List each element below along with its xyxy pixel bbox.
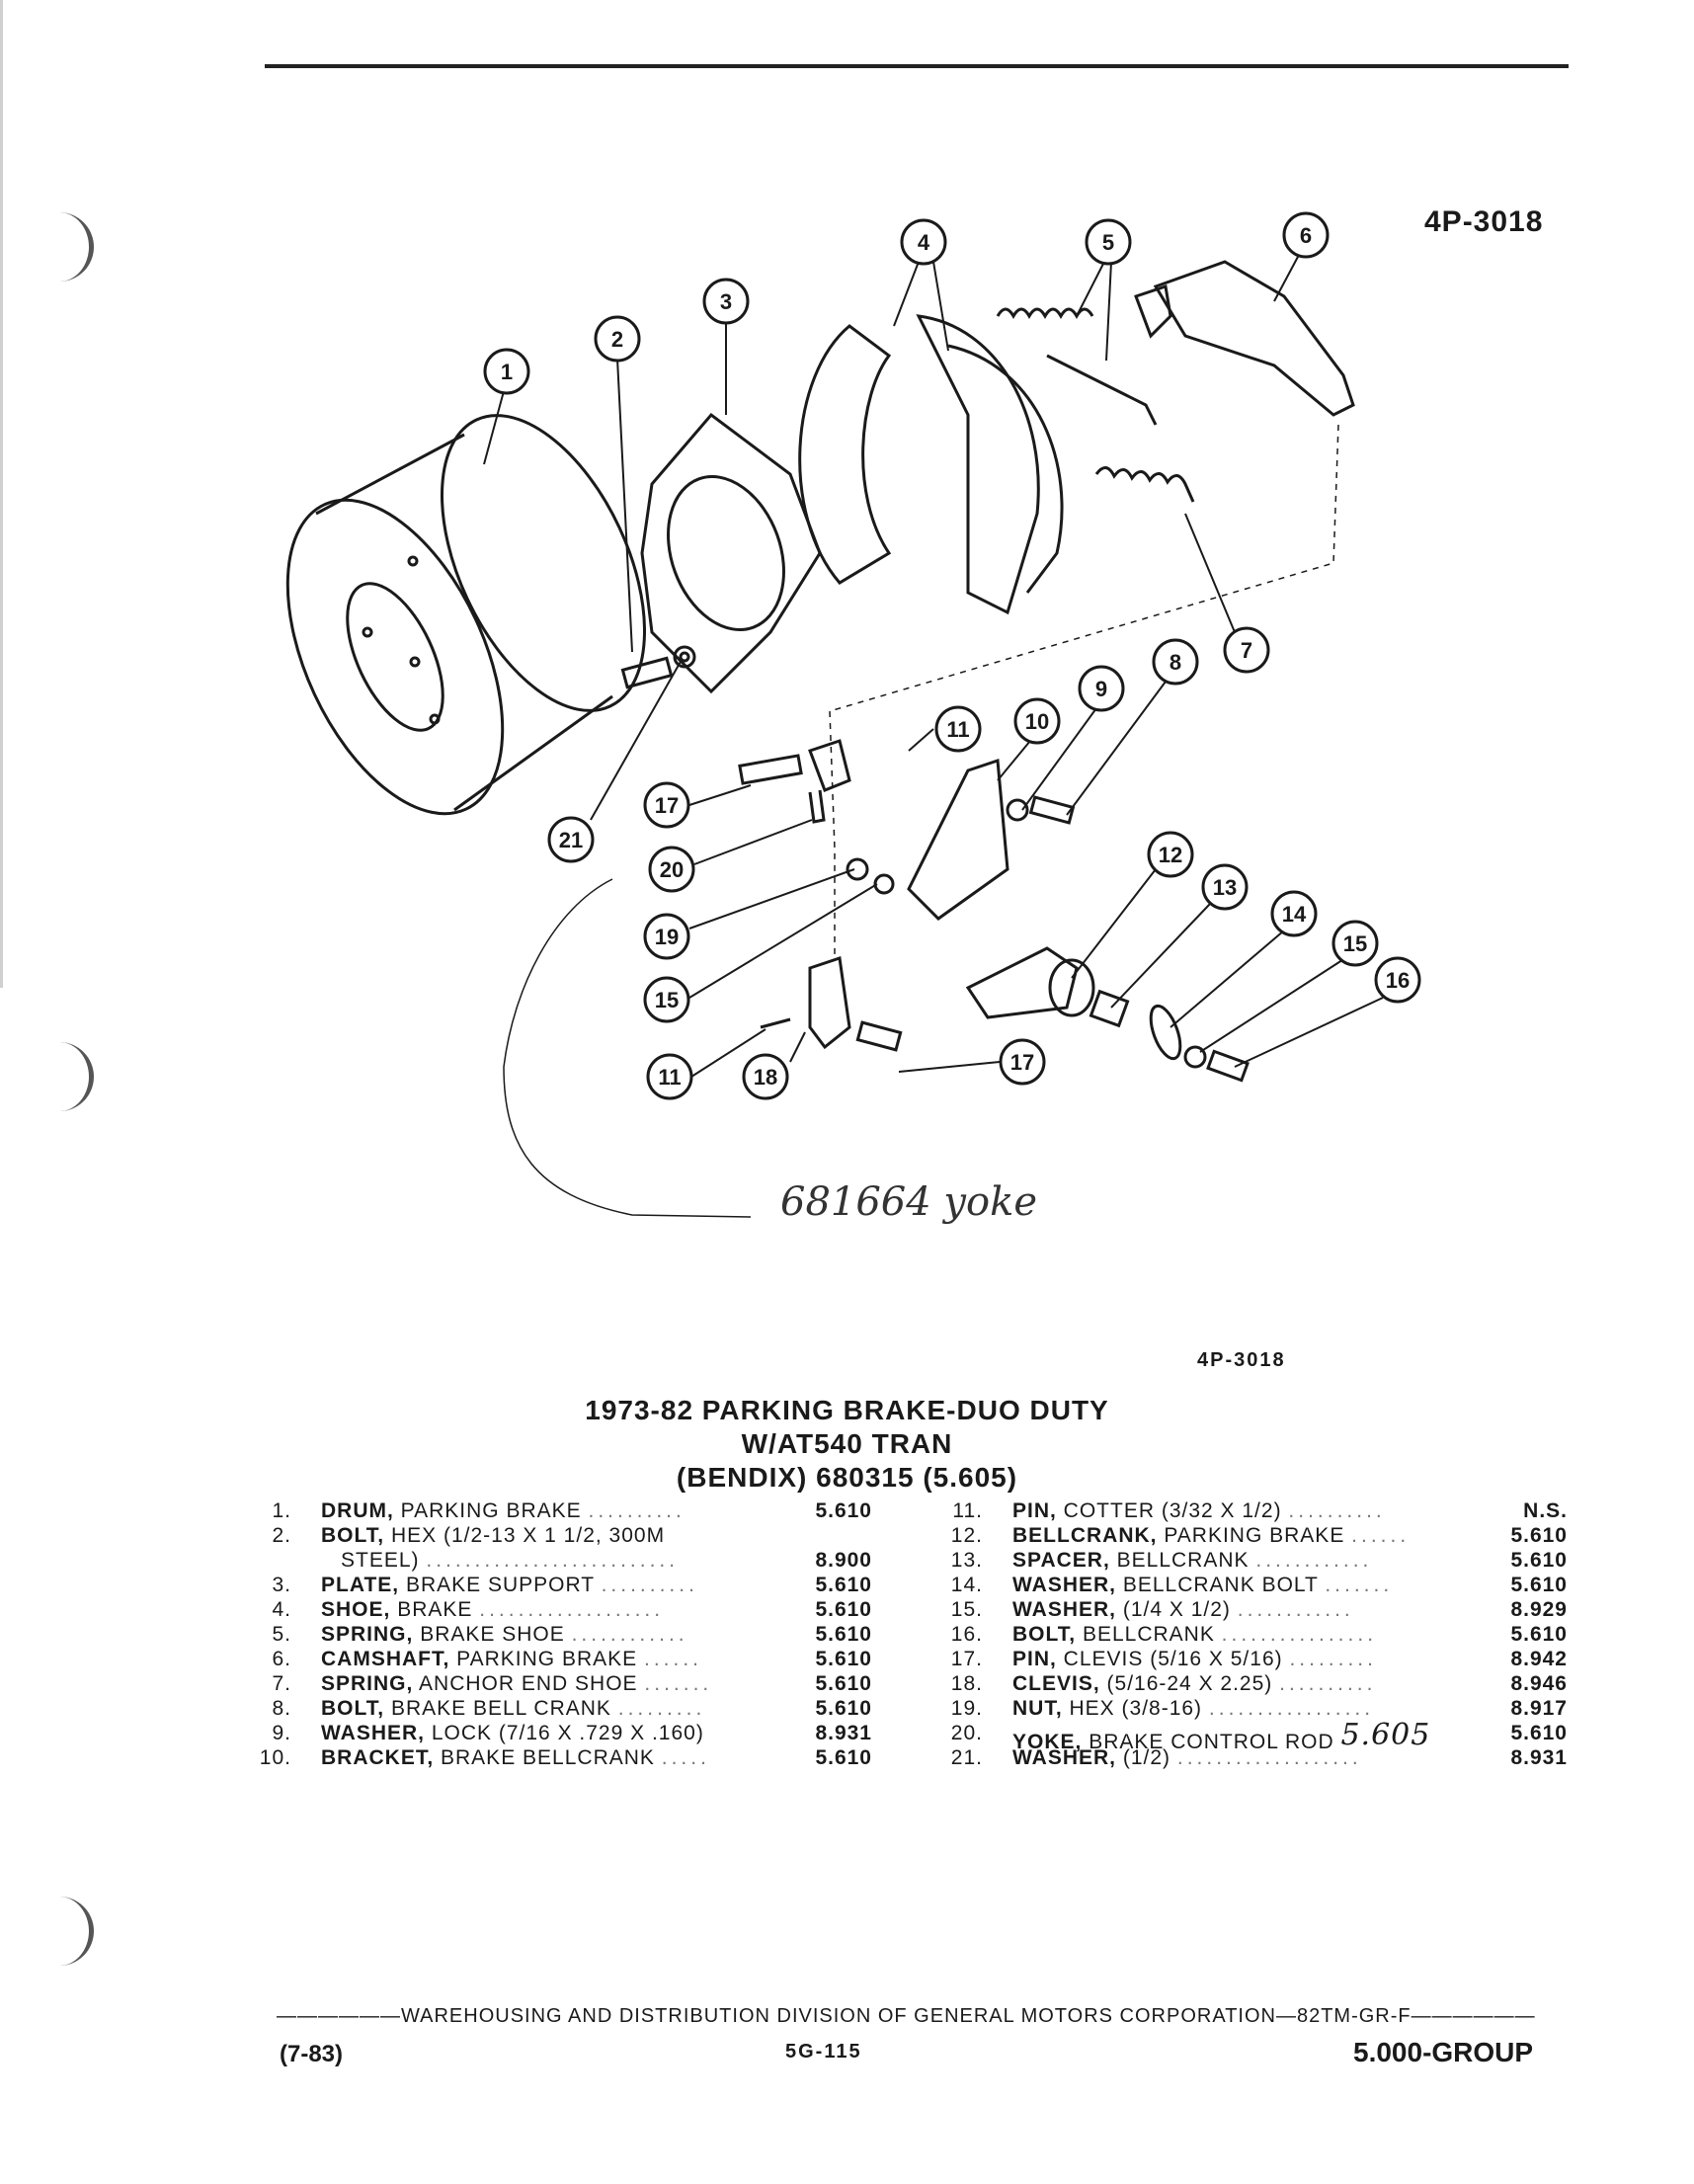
binder-hole-1 [59,212,94,282]
parts-row: 17.PIN, CLEVIS (5/16 X 5/16) .........8.… [950,1648,1568,1670]
plate-part [640,412,822,694]
footer-group: 5.000-GROUP [1353,2037,1534,2067]
page-number: 5G-115 [785,2041,862,2063]
parts-list-right: 11.PIN, COTTER (3/32 X 1/2) ..........N.… [943,1499,1575,1771]
svg-text:17: 17 [655,793,679,818]
parts-row: 19.NUT, HEX (3/8-16) .................8.… [950,1697,1568,1720]
callout-8: 8 [1152,638,1199,686]
callout-13: 13 [1201,863,1249,911]
handwritten-note: 681664 yoke [780,1179,1037,1225]
spring-part-c [1094,466,1195,503]
parts-row: 21.WASHER, (1/2) ...................8.93… [950,1746,1568,1769]
callout-4: 4 [900,218,947,266]
figure-code-caption: 4P-3018 [1197,1349,1286,1371]
svg-text:15: 15 [655,988,679,1012]
clevis-lower-part [808,956,851,1050]
clevis-upper-part [808,739,851,792]
parts-row: 4.SHOE, BRAKE ...................5.610 [272,1598,872,1621]
svg-text:1: 1 [501,360,513,384]
svg-text:19: 19 [655,925,679,949]
svg-text:3: 3 [720,289,732,314]
parts-row: 13.SPACER, BELLCRANK ............5.610 [950,1549,1568,1572]
title-line-2: W/AT540 TRAN [741,1428,953,1459]
figure-code-top: 4P-3018 [1424,205,1544,238]
callout-19: 19 [643,913,690,960]
spring-part-b [1046,354,1158,426]
bracket-part [907,758,1009,921]
callout-14: 14 [1270,890,1318,937]
parts-row: 11.PIN, COTTER (3/32 X 1/2) ..........N.… [952,1499,1568,1522]
callout-12: 12 [1147,831,1194,878]
top-rule [265,64,1569,68]
callout-6: 6 [1282,211,1330,259]
callout-10: 10 [1013,697,1061,745]
parts-row: 9.WASHER, LOCK (7/16 X .729 X .160)8.931 [272,1722,872,1744]
svg-text:20: 20 [660,857,684,882]
shoe-part-a [798,324,892,585]
svg-text:17: 17 [1010,1050,1034,1075]
parts-row: 6.CAMSHAFT, PARKING BRAKE ......5.610 [272,1648,872,1670]
callout-16: 16 [1374,956,1421,1004]
parts-row: 15.WASHER, (1/4 X 1/2) ............8.929 [950,1598,1568,1621]
parts-row: 18.CLEVIS, (5/16-24 X 2.25) ..........8.… [950,1672,1568,1695]
svg-text:6: 6 [1300,223,1312,248]
handwritten-group: 5.605 [1340,1722,1431,1752]
parts-row: 12.BELLCRANK, PARKING BRAKE ......5.610 [950,1524,1568,1547]
svg-text:9: 9 [1095,677,1107,701]
callout-15-left: 15 [643,976,690,1023]
callout-17-upper: 17 [643,781,690,829]
parts-row: 5.SPRING, BRAKE SHOE ............5.610 [272,1623,872,1646]
binder-hole-2 [59,1042,94,1111]
svg-text:11: 11 [658,1065,681,1090]
svg-text:18: 18 [754,1065,777,1090]
bellcrank-part [965,946,1079,1019]
svg-text:15: 15 [1343,931,1367,956]
parts-row: 8.BOLT, BRAKE BELL CRANK .........5.610 [272,1697,872,1720]
callout-11-lower: 11 [646,1053,693,1100]
footer-date: (7-83) [280,2041,344,2067]
svg-text:12: 12 [1159,843,1182,867]
parts-list-left: 1.DRUM, PARKING BRAKE ..........5.610 2.… [252,1499,884,1771]
svg-text:21: 21 [559,828,583,852]
drum-part [285,414,647,816]
parts-row: 1.DRUM, PARKING BRAKE ..........5.610 [272,1499,872,1522]
svg-text:10: 10 [1025,709,1049,734]
callout-11-upper: 11 [934,705,982,753]
binder-hole-3 [59,1897,94,1966]
callout-5: 5 [1085,218,1132,266]
parts-row: 16.BOLT, BELLCRANK ................5.610 [950,1623,1568,1646]
parts-row: 14.WASHER, BELLCRANK BOLT .......5.610 [950,1574,1568,1596]
footer-publisher: ——————WAREHOUSING AND DISTRIBUTION DIVIS… [277,2005,1536,2027]
callout-18: 18 [742,1053,789,1100]
callout-21: 21 [547,816,595,863]
callout-20: 20 [648,846,695,893]
svg-text:8: 8 [1170,650,1181,675]
title-line-3: (BENDIX) 680315 (5.605) [676,1462,1018,1493]
callout-2: 2 [594,315,641,363]
callout-1: 1 [483,348,530,395]
svg-text:5: 5 [1102,230,1114,255]
callout-9: 9 [1078,665,1125,712]
svg-text:13: 13 [1213,875,1237,900]
svg-text:2: 2 [611,327,623,352]
svg-text:7: 7 [1241,638,1252,663]
callout-15-right: 15 [1331,920,1379,967]
parts-row: 2.BOLT, HEX (1/2-13 X 1 1/2, 300M [272,1524,666,1547]
svg-text:4: 4 [918,230,930,255]
callout-17-lower: 17 [999,1038,1046,1086]
camshaft-part [1153,260,1355,417]
page-edge-shadow [0,0,3,988]
svg-text:14: 14 [1282,902,1307,927]
parts-row: 7.SPRING, ANCHOR END SHOE .......5.610 [272,1672,872,1695]
callout-7: 7 [1223,626,1270,674]
title-line-1: 1973-82 PARKING BRAKE-DUO DUTY [585,1395,1109,1425]
callout-3: 3 [702,278,750,325]
parts-row: 10.BRACKET, BRAKE BELLCRANK .....5.610 [259,1746,872,1769]
svg-text:16: 16 [1386,968,1410,993]
parts-row: STEEL) ..........................8.900 [341,1549,872,1572]
parking-brake-diagram: 1 2 3 4 5 6 7 8 9 10 11 12 13 14 15 16 1… [285,211,1421,1225]
svg-text:11: 11 [946,717,969,742]
parts-row: 3.PLATE, BRAKE SUPPORT ..........5.610 [272,1574,872,1596]
